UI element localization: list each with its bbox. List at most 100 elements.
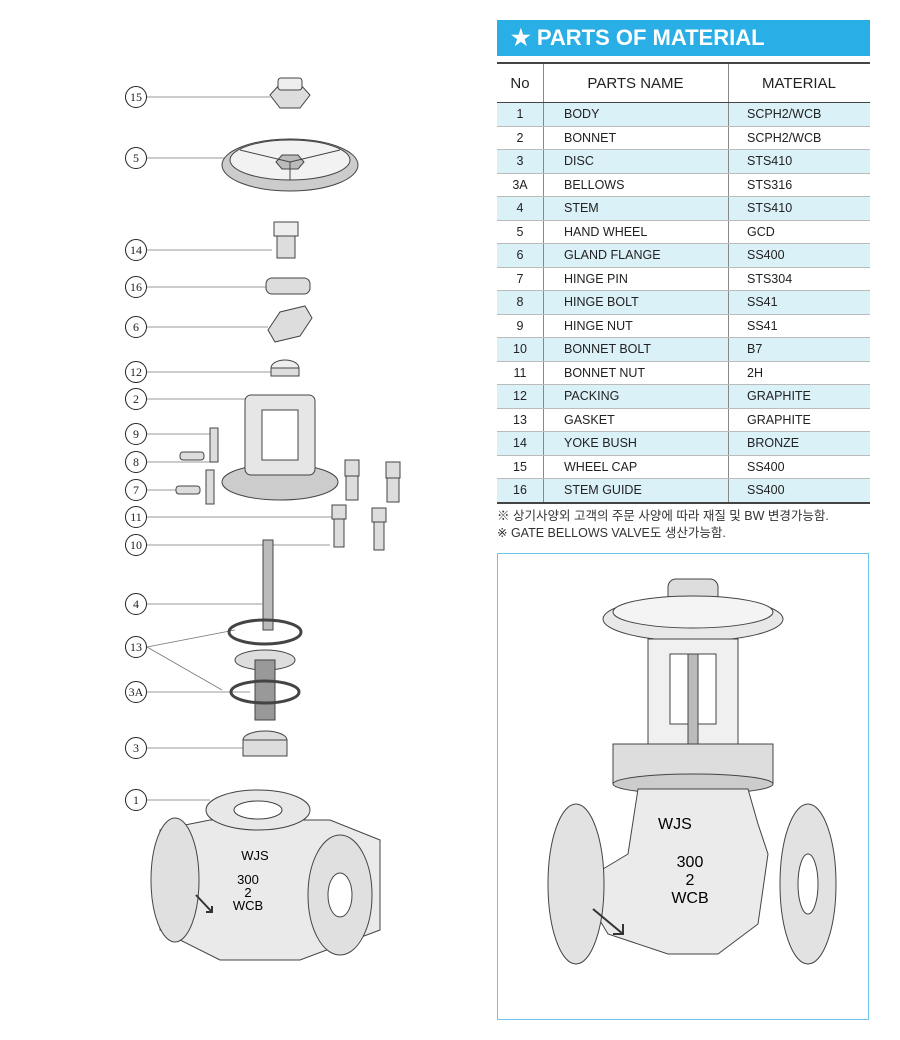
- part-name: GASKET: [543, 408, 729, 432]
- body-marking-material: WCB: [233, 898, 263, 913]
- part-name: HINGE BOLT: [543, 290, 729, 315]
- callout: 14: [125, 239, 147, 261]
- part-material: BRONZE: [728, 431, 870, 456]
- part-number: 6: [497, 243, 544, 268]
- part-number: 1: [497, 102, 544, 127]
- part-material: GRAPHITE: [728, 384, 870, 409]
- part-number: 10: [497, 337, 544, 362]
- illustration-material: WCB: [671, 890, 709, 907]
- callout: 1: [125, 789, 147, 811]
- callout: 4: [125, 593, 147, 615]
- callout: 2: [125, 388, 147, 410]
- part-material: STS304: [728, 267, 870, 291]
- part-material: STS410: [728, 149, 870, 174]
- part-name: STEM GUIDE: [543, 478, 729, 504]
- callout: 13: [125, 636, 147, 658]
- callout: 15: [125, 86, 147, 108]
- part-material: SS41: [728, 314, 870, 338]
- part-number: 14: [497, 431, 544, 456]
- part-name: HINGE PIN: [543, 267, 729, 291]
- part-material: 2H: [728, 361, 870, 385]
- part-material: GCD: [728, 220, 870, 244]
- callout: 12: [125, 361, 147, 383]
- callout: 11: [125, 506, 147, 528]
- part-number: 8: [497, 290, 544, 315]
- body-marking-size: 2: [244, 885, 251, 900]
- part-name: HAND WHEEL: [543, 220, 729, 244]
- header-material: MATERIAL: [728, 62, 870, 103]
- part-name: STEM: [543, 196, 729, 221]
- illustration-size: 2: [685, 872, 695, 889]
- part-number: 9: [497, 314, 544, 338]
- part-number: 7: [497, 267, 544, 291]
- illustration-rating: 300: [676, 854, 704, 871]
- note: ※ 상기사양외 고객의 주문 사양에 따라 재질 및 BW 변경가능함.: [497, 509, 829, 523]
- part-number: 15: [497, 455, 544, 479]
- callout: 3A: [125, 681, 147, 703]
- part-material: STS316: [728, 173, 870, 197]
- part-number: 13: [497, 408, 544, 432]
- part-material: SCPH2/WCB: [728, 102, 870, 127]
- header-no: No: [497, 62, 544, 103]
- part-name: DISC: [543, 149, 729, 174]
- part-material: GRAPHITE: [728, 408, 870, 432]
- table-header: No PARTS NAME MATERIAL: [497, 62, 870, 103]
- body-marking-brand: WJS: [241, 848, 269, 863]
- part-number: 5: [497, 220, 544, 244]
- part-name: BONNET BOLT: [543, 337, 729, 362]
- table-title: ★ PARTS OF MATERIAL: [497, 20, 870, 56]
- part-material: SS400: [728, 455, 870, 479]
- part-name: WHEEL CAP: [543, 455, 729, 479]
- part-material: SS400: [728, 243, 870, 268]
- part-name: YOKE BUSH: [543, 431, 729, 456]
- flow-arrow-icon: [195, 894, 213, 913]
- note: ※ GATE BELLOWS VALVE도 생산가능함.: [497, 526, 726, 540]
- part-material: SS41: [728, 290, 870, 315]
- part-name: PACKING: [543, 384, 729, 409]
- part-name: BONNET: [543, 126, 729, 150]
- callout: 9: [125, 423, 147, 445]
- callout: 5: [125, 147, 147, 169]
- callout: 7: [125, 479, 147, 501]
- part-material: SCPH2/WCB: [728, 126, 870, 150]
- body-marking-rating: 300: [237, 872, 259, 887]
- callout: 3: [125, 737, 147, 759]
- illustration-marking: 300 2 WCB: [660, 854, 720, 908]
- callout: 6: [125, 316, 147, 338]
- part-number: 3A: [497, 173, 544, 197]
- part-name: BODY: [543, 102, 729, 127]
- part-number: 12: [497, 384, 544, 409]
- part-number: 2: [497, 126, 544, 150]
- part-material: B7: [728, 337, 870, 362]
- header-parts-name: PARTS NAME: [543, 62, 729, 103]
- part-material: STS410: [728, 196, 870, 221]
- part-number: 11: [497, 361, 544, 385]
- part-material: SS400: [728, 478, 870, 504]
- valve-illustration: WJS 300 2 WCB: [497, 553, 869, 1020]
- callout: 16: [125, 276, 147, 298]
- part-name: GLAND FLANGE: [543, 243, 729, 268]
- part-number: 16: [497, 478, 544, 504]
- part-name: BELLOWS: [543, 173, 729, 197]
- illustration-brand: WJS: [658, 816, 692, 833]
- part-number: 3: [497, 149, 544, 174]
- exploded-view-diagram: WJS 300 2 WCB: [146, 77, 401, 961]
- leader-lines: [146, 96, 336, 801]
- part-number: 4: [497, 196, 544, 221]
